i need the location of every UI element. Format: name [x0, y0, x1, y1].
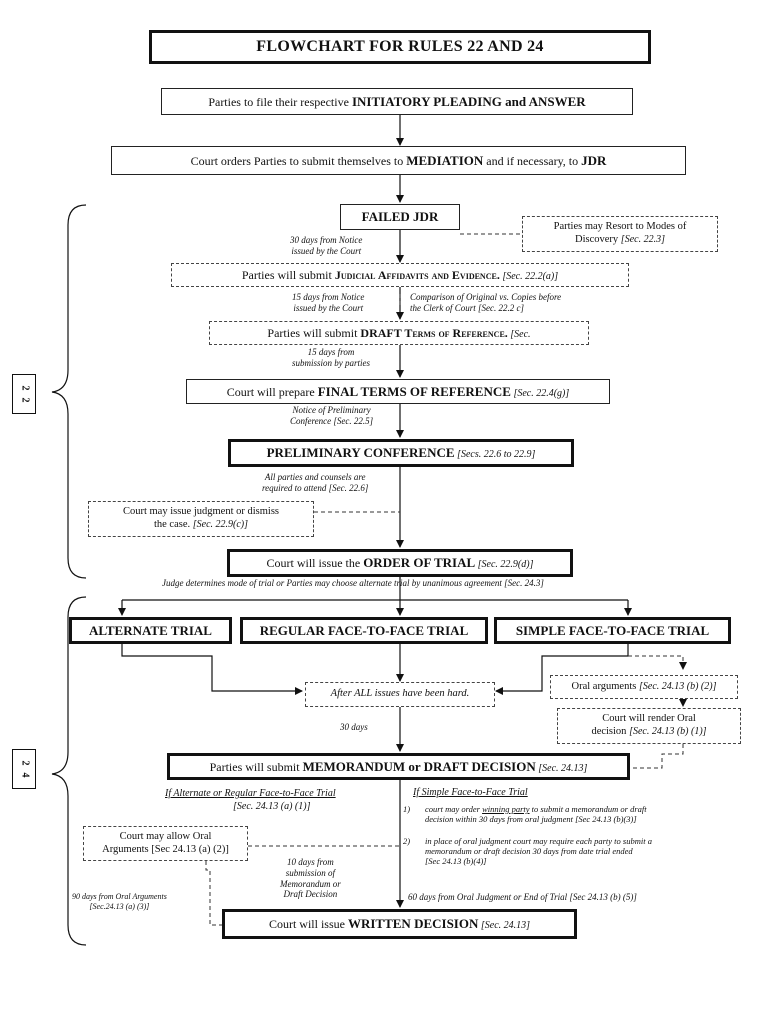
label-90-days: 90 days from Oral Arguments [Sec.24.13 (… — [72, 892, 167, 911]
failed-jdr-box: FAILED JDR — [340, 204, 460, 230]
label-30-days: 30 days — [340, 722, 368, 732]
simple-trial-box: SIMPLE FACE-TO-FACE TRIAL — [494, 617, 731, 644]
arrow-simple-after — [495, 643, 629, 695]
label-if-alternate: If Alternate or Regular Face-to-Face Tri… — [165, 788, 336, 812]
page-title: FLOWCHART FOR RULES 22 AND 24 — [149, 30, 651, 64]
dash-simple-oral — [628, 655, 687, 670]
memorandum-box: Parties will submit MEMORANDUM or DRAFT … — [167, 753, 630, 780]
mediation-box: Court orders Parties to submit themselve… — [111, 146, 686, 175]
alternate-trial-box: ALTERNATE TRIAL — [69, 617, 232, 644]
label-60-days: 60 days from Oral Judgment or End of Tri… — [408, 892, 637, 902]
dash-allow-written — [205, 861, 222, 926]
rule-22-label: 2 2 — [12, 374, 36, 414]
judicial-affidavits-box: Parties will submit Judicial Affidavits … — [171, 263, 629, 287]
label-10-days: 10 days from submission of Memorandum or… — [280, 857, 341, 900]
rule-24-label: 2 4 — [12, 749, 36, 789]
label-15-days-submission: 15 days from submission by parties — [292, 347, 371, 368]
brace-rule-22 — [51, 204, 87, 579]
allow-oral-arguments-box: Court may allow Oral Arguments [Sec 24.1… — [83, 826, 248, 861]
simple-option-2: 2) in place of oral judgment court may r… — [403, 836, 652, 867]
dismiss-case-box: Court may issue judgment or dismiss the … — [88, 501, 314, 537]
brace-rule-24 — [51, 596, 87, 946]
dash-render-memo — [630, 744, 684, 769]
oral-arguments-box: Oral arguments [Sec. 24.13 (b) (2)] — [550, 675, 738, 699]
order-of-trial-box: Court will issue the ORDER OF TRIAL [Sec… — [227, 549, 573, 577]
label-judge-determines: Judge determines mode of trial or Partie… — [162, 578, 544, 588]
label-15-days-notice: 15 days from Notice issued by the Court — [292, 292, 365, 313]
draft-terms-box: Parties will submit DRAFT Terms of Refer… — [209, 321, 589, 345]
final-terms-box: Court will prepare FINAL TERMS OF REFERE… — [186, 379, 610, 404]
preliminary-conference-box: PRELIMINARY CONFERENCE [Secs. 22.6 to 22… — [228, 439, 574, 467]
label-if-simple: If Simple Face-to-Face Trial — [413, 787, 528, 798]
render-oral-decision-box: Court will render Oral decision [Sec. 24… — [557, 708, 741, 744]
label-comparison: Comparison of Original vs. Copies before… — [410, 292, 562, 313]
after-issues-box: After ALL issues have been hard. — [305, 682, 495, 707]
simple-option-1: 1) court may order winning party to subm… — [403, 804, 647, 825]
label-30-days-notice: 30 days from Notice issued by the Court — [290, 235, 363, 256]
initiatory-pleading-box: Parties to file their respective INITIAT… — [161, 88, 633, 115]
label-all-parties: All parties and counsels are required to… — [262, 472, 369, 493]
label-notice-prelim: Notice of Preliminary Conference [Sec. 2… — [290, 405, 374, 426]
arrow-alternate-after — [121, 643, 303, 695]
discovery-box: Parties may Resort to Modes of Discovery… — [522, 216, 718, 252]
regular-trial-box: REGULAR FACE-TO-FACE TRIAL — [240, 617, 488, 644]
written-decision-box: Court will issue WRITTEN DECISION [Sec. … — [222, 909, 577, 939]
